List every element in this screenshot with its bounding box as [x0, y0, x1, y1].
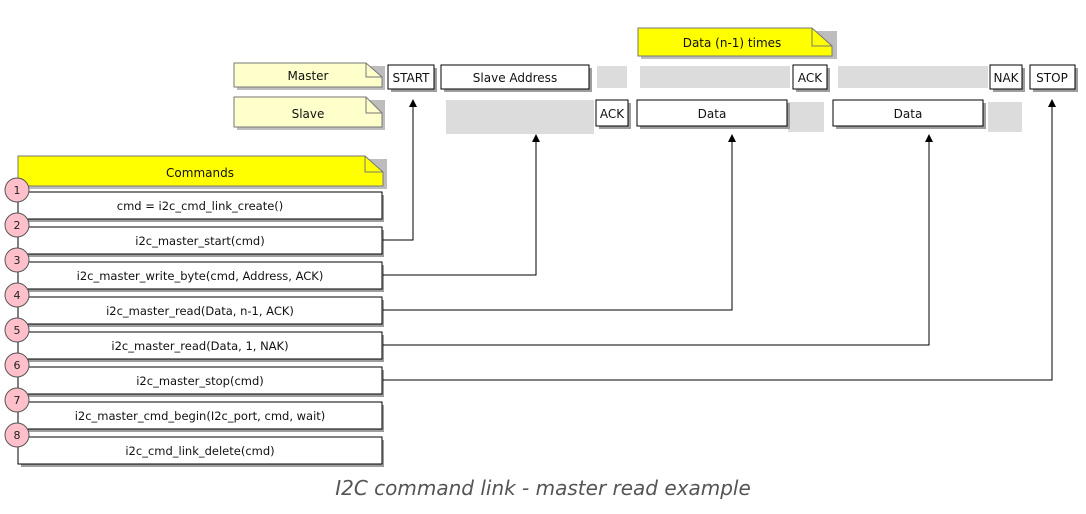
- command-text: i2c_master_cmd_begin(I2c_port, cmd, wait…: [75, 409, 326, 423]
- step-badge: [4, 422, 30, 448]
- step-badge: [4, 317, 30, 343]
- bus-nak: NAK: [989, 64, 1025, 92]
- command-box: [17, 296, 383, 325]
- bus-ack-slave: ACK: [595, 99, 631, 129]
- bus-data-1-label: Data: [698, 107, 727, 121]
- note-repeat: Data (n-1) times: [637, 27, 837, 59]
- command-row: i2c_master_read(Data, n-1, ACK) 4: [4, 282, 384, 327]
- caption: I2C command link - master read example: [335, 476, 751, 500]
- command-text: i2c_master_start(cmd): [135, 234, 264, 248]
- bus-slave-address-label: Slave Address: [473, 71, 557, 85]
- connector-read-n-1: [383, 134, 736, 311]
- step-badge: [4, 387, 30, 413]
- step-number: 3: [14, 254, 21, 267]
- bus-shadows: [446, 66, 1022, 134]
- note-repeat-label: Data (n-1) times: [683, 36, 782, 50]
- bus-data-2: Data: [832, 99, 986, 129]
- command-row: cmd = i2c_cmd_link_create() 1: [4, 177, 384, 222]
- command-row: i2c_cmd_link_delete(cmd) 8: [4, 422, 384, 467]
- slave-shadow-2: [788, 102, 824, 132]
- master-shadow-3: [838, 66, 988, 88]
- connector-stop: [383, 99, 1056, 381]
- command-text: i2c_master_write_byte(cmd, Address, ACK): [77, 269, 324, 283]
- slave-shadow-1: [446, 100, 594, 134]
- master-shadow-2: [640, 66, 790, 88]
- bus-stop-label: STOP: [1036, 71, 1068, 85]
- step-badge: [4, 247, 30, 273]
- connector-read-1: [383, 134, 933, 346]
- step-number: 8: [14, 429, 21, 442]
- command-box: [17, 401, 383, 430]
- connectors: [383, 99, 1056, 381]
- note-slave: Slave: [233, 96, 385, 130]
- note-commands: Commands: [17, 155, 387, 189]
- command-box: [17, 226, 383, 255]
- note-master-label: Master: [288, 69, 329, 83]
- i2c-command-link-diagram: Master Slave Data (n-1) times START Slav…: [4, 27, 1078, 467]
- command-box: [17, 436, 383, 465]
- command-box: [17, 366, 383, 395]
- bus-start-label: START: [392, 71, 430, 85]
- step-number: 5: [14, 324, 21, 337]
- command-row: i2c_master_cmd_begin(I2c_port, cmd, wait…: [4, 387, 384, 432]
- command-text: cmd = i2c_cmd_link_create(): [117, 199, 284, 213]
- bus-start: START: [387, 64, 437, 92]
- command-text: i2c_cmd_link_delete(cmd): [125, 444, 274, 458]
- master-shadow-1: [597, 66, 627, 88]
- command-box: [17, 261, 383, 290]
- command-box: [17, 191, 383, 220]
- command-row: i2c_master_stop(cmd) 6: [4, 352, 384, 397]
- note-master: Master: [233, 62, 385, 90]
- step-number: 6: [14, 359, 21, 372]
- step-number: 4: [14, 289, 21, 302]
- command-text: i2c_master_read(Data, n-1, ACK): [106, 304, 294, 318]
- bus-nak-label: NAK: [993, 71, 1019, 85]
- step-badge: [4, 282, 30, 308]
- bus-slave-address: Slave Address: [440, 64, 592, 92]
- note-commands-label: Commands: [166, 166, 234, 180]
- connector-write-byte: [383, 134, 540, 276]
- step-number: 2: [14, 219, 21, 232]
- slave-shadow-3: [988, 102, 1022, 132]
- bus-data-2-label: Data: [894, 107, 923, 121]
- command-row: i2c_master_start(cmd) 2: [4, 212, 384, 257]
- step-badge: [4, 212, 30, 238]
- command-text: i2c_master_stop(cmd): [136, 374, 264, 388]
- note-slave-label: Slave: [292, 107, 325, 121]
- command-row: i2c_master_read(Data, 1, NAK) 5: [4, 317, 384, 362]
- bus-data-1: Data: [636, 99, 790, 129]
- step-number: 1: [14, 184, 21, 197]
- connector-start: [383, 99, 417, 241]
- bus-ack-master: ACK: [792, 64, 830, 92]
- step-badge: [4, 352, 30, 378]
- bus-ack-slave-label: ACK: [600, 107, 625, 121]
- bus-stop: STOP: [1029, 64, 1078, 92]
- command-list: cmd = i2c_cmd_link_create() 1 i2c_master_s…: [4, 177, 384, 467]
- bus-ack-master-label: ACK: [798, 71, 823, 85]
- command-box: [17, 331, 383, 360]
- command-row: i2c_master_write_byte(cmd, Address, ACK)…: [4, 247, 384, 292]
- command-text: i2c_master_read(Data, 1, NAK): [111, 339, 288, 353]
- step-number: 7: [14, 394, 21, 407]
- step-badge: [4, 177, 30, 203]
